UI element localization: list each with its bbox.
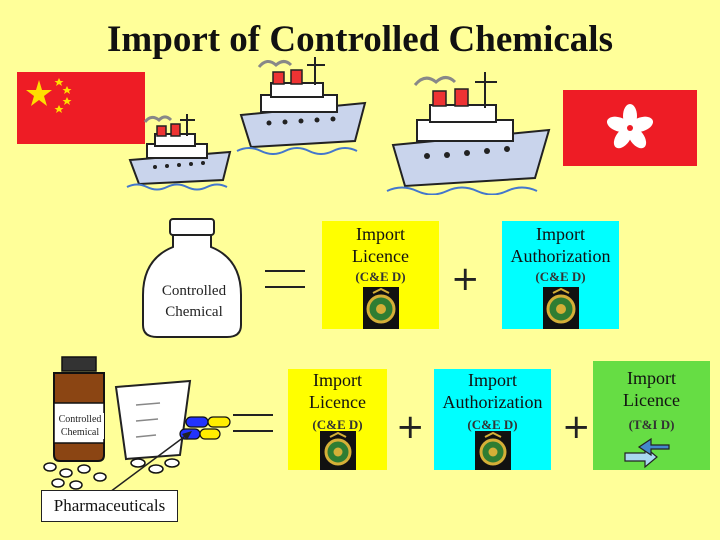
import-licence-label: Import Licence [309, 370, 366, 412]
chemical-bottle-icon [142, 218, 242, 338]
medicine-group-icon [43, 356, 231, 490]
ship-icon [126, 114, 232, 191]
import-licence-ced-box: Import Licence (C&E D) [288, 369, 387, 470]
customs-badge-icon [475, 431, 511, 470]
tid-dept-label: (T&I D) [628, 417, 675, 432]
import-licence-label: Import Licence [352, 224, 409, 266]
import-licence-label: Import Licence [623, 368, 680, 410]
import-authorization-ced-box: Import Authorization (C&E D) [502, 221, 619, 329]
page-title: Import of Controlled Chemicals [107, 19, 613, 60]
ship-icon [236, 57, 367, 155]
import-licence-ced-box: Import Licence (C&E D) [322, 221, 439, 329]
customs-badge-icon [320, 431, 356, 470]
hong-kong-flag-icon [563, 90, 697, 166]
ced-dept-label: (C&E D) [355, 269, 406, 284]
pointer-arrow [109, 431, 192, 493]
import-authorization-ced-box: Import Authorization (C&E D) [434, 369, 551, 470]
plus-sign: + [562, 407, 591, 447]
controlled-chemical-label: Controlled Chemical [156, 281, 232, 323]
equals-sign [265, 270, 305, 288]
ship-icon [386, 72, 551, 195]
import-licence-tid-box: Import Licence (T&I D) [593, 361, 710, 470]
equals-sign [233, 414, 273, 432]
china-flag-icon [17, 72, 145, 144]
ced-dept-label: (C&E D) [312, 417, 363, 432]
import-authorization-label: Import Authorization [510, 224, 611, 266]
controlled-chemical-label-small: Controlled Chemical [56, 413, 104, 439]
ced-dept-label: (C&E D) [467, 417, 518, 432]
plus-sign: + [451, 259, 480, 299]
customs-badge-icon [543, 287, 579, 329]
pharmaceuticals-label: Pharmaceuticals [41, 490, 178, 522]
customs-badge-icon [363, 287, 399, 329]
ced-dept-label: (C&E D) [535, 269, 586, 284]
arrows-icon [624, 437, 670, 469]
import-authorization-label: Import Authorization [442, 370, 543, 412]
plus-sign: + [396, 407, 425, 447]
